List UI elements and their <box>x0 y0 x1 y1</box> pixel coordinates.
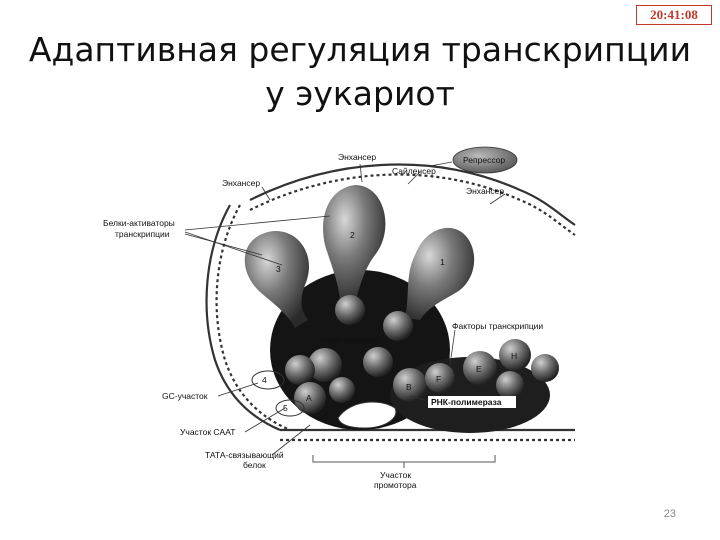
label-repressor: Репрессор <box>463 155 505 165</box>
label-enhancer-left: Энхансер <box>222 178 260 188</box>
label-letter-e: E <box>476 364 482 374</box>
promoter-bracket <box>312 455 496 463</box>
label-promoter-line1: Участок <box>380 470 411 480</box>
factor-ball <box>531 354 559 382</box>
label-num-5: 5 <box>283 403 288 413</box>
leader-activator-b <box>184 231 283 266</box>
label-tata-line1: ТАТА-связывающий <box>205 450 284 460</box>
coactivator-ball <box>363 347 393 377</box>
leader-polymerase <box>409 395 426 401</box>
label-caat-site: Участок CAAT <box>180 427 235 437</box>
factor-e-ball <box>463 351 497 385</box>
coactivator-balls <box>285 295 413 403</box>
page-number: 23 <box>663 508 676 520</box>
leader-activator-a <box>184 215 331 231</box>
label-enhancer-top: Энхансер <box>338 152 376 162</box>
label-num-3: 3 <box>276 264 281 274</box>
dna-strand-top-2 <box>249 173 576 236</box>
label-activators-line1: Белки-активаторы <box>103 218 175 228</box>
transcription-factor-balls <box>294 339 559 414</box>
slide-title-line-2: у эукариот <box>265 74 455 113</box>
leader-enhancer-top <box>359 163 363 183</box>
label-transcription-factors: Факторы транскрипции <box>452 321 543 331</box>
repressor-blob <box>452 146 518 174</box>
label-num-1: 1 <box>440 257 445 267</box>
leader-tata <box>271 424 311 456</box>
dna-strand-left-2 <box>215 204 291 432</box>
leader-repressor <box>429 161 453 167</box>
dna-helix <box>205 163 576 442</box>
factor-f-ball <box>425 363 455 393</box>
factor-a-ball <box>294 382 326 414</box>
dna-strand-left <box>205 204 281 432</box>
coactivator-ball <box>335 295 365 325</box>
dna-strand-top <box>249 163 576 226</box>
leader-silencer <box>407 171 421 185</box>
factor-h-ball <box>499 339 531 371</box>
leader-gc <box>217 382 259 397</box>
label-gc-site: GC-участок <box>162 391 208 401</box>
leader-enhancer-right <box>489 193 506 205</box>
leader-enhancer-left <box>261 186 271 201</box>
label-tata-line2: белок <box>243 460 266 470</box>
caat-site-marker <box>275 399 305 417</box>
label-enhancer-right: Энхансер <box>466 186 504 196</box>
activator-2-blob <box>323 185 386 300</box>
label-num-2: 2 <box>350 230 355 240</box>
slide-title: Адаптивная регуляция транскрипции у эука… <box>0 28 720 116</box>
label-letter-b: B <box>406 382 412 392</box>
label-letter-h: H <box>511 351 517 361</box>
gc-site-marker <box>251 370 285 390</box>
rna-polymerase-label-bg <box>428 396 516 408</box>
label-promoter-line2: промотора <box>374 480 417 490</box>
activator-3-blob <box>244 231 309 328</box>
factor-ball <box>496 371 524 399</box>
label-coactivators: Коактиваторы <box>320 335 380 345</box>
timestamp-badge: 20:41:08 <box>636 5 712 25</box>
coactivator-ball <box>329 377 355 403</box>
label-letter-a: A <box>306 393 312 403</box>
label-silencer: Сайленсер <box>392 166 436 176</box>
label-num-4: 4 <box>262 375 267 385</box>
leader-activator-c <box>184 233 263 256</box>
coactivator-ball <box>383 311 413 341</box>
activator-proteins <box>244 185 475 328</box>
factor-b-ball <box>393 368 427 402</box>
leader-lines <box>184 161 506 456</box>
label-activators-line2: транскрипции <box>115 229 170 239</box>
label-letter-f: F <box>436 374 441 384</box>
coactivator-ball <box>308 348 342 382</box>
activator-1-blob <box>405 227 475 320</box>
slide-title-line-1: Адаптивная регуляция транскрипции <box>28 30 692 69</box>
tata-binding-protein-shape <box>337 401 397 429</box>
leader-factors <box>449 329 456 366</box>
coactivator-ball <box>285 355 315 385</box>
label-rna-polymerase: РНК-полимераза <box>431 397 502 407</box>
